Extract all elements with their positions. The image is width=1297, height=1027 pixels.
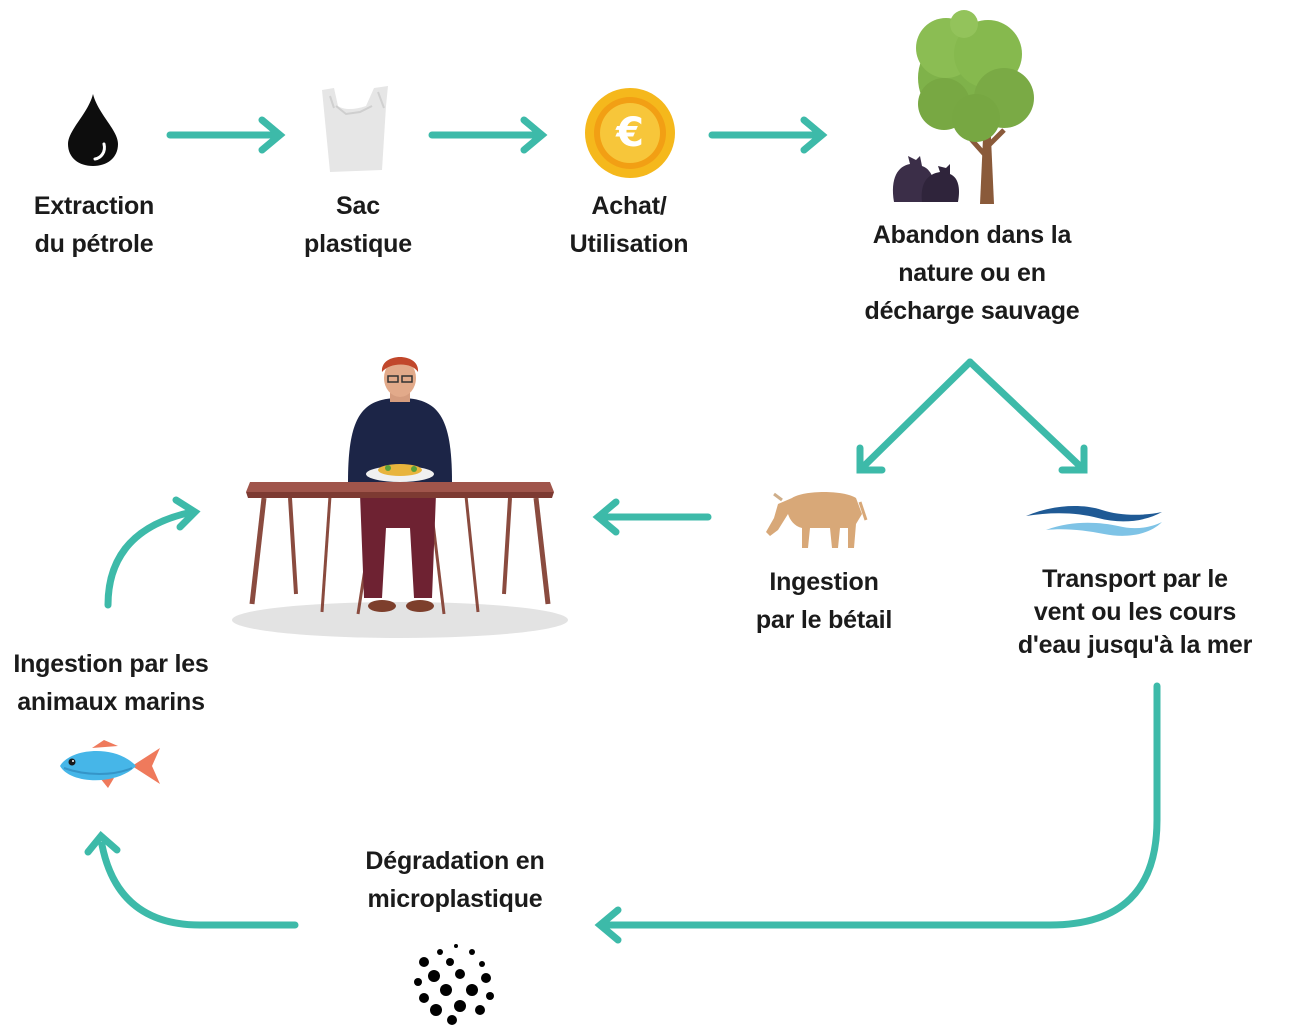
fish-icon	[60, 740, 160, 788]
person-eating-icon	[232, 357, 568, 638]
label-abandon: Abandon dans la nature ou en décharge sa…	[864, 221, 1080, 325]
label-ingestion-marins: Ingestion par les animaux marins	[13, 650, 209, 716]
cow-icon	[766, 492, 868, 548]
arrow-betail-to-human	[592, 498, 712, 536]
arrow-marins-to-human	[104, 496, 201, 609]
label-achat-utilisation: Achat/ Utilisation	[569, 192, 689, 258]
euro-coin-icon: €	[585, 88, 675, 178]
tree-trash-icon	[892, 10, 1034, 204]
plastic-bag-icon	[322, 86, 388, 172]
arrow-abandon-split	[856, 358, 1088, 474]
label-ingestion-betail: Ingestion par le bétail	[755, 568, 893, 634]
arrow-achat-to-abandon	[708, 116, 828, 154]
arrow-sac-to-achat	[428, 116, 548, 154]
microplastic-dots-icon	[414, 944, 494, 1025]
label-extraction: Extraction du pétrole	[33, 192, 155, 258]
arrow-degradation-to-marins	[84, 830, 299, 929]
arrow-extraction-to-sac	[166, 116, 286, 154]
water-wave-icon	[1026, 506, 1162, 536]
arrow-transport-to-degradation	[594, 682, 1161, 944]
label-sac-plastique: Sac plastique	[304, 192, 412, 258]
oil-drop-icon	[68, 94, 118, 166]
label-degradation: Dégradation en microplastique	[365, 847, 545, 913]
label-transport: Transport par le vent ou les cours d'eau…	[1017, 565, 1253, 659]
svg-text:€: €	[615, 110, 644, 156]
